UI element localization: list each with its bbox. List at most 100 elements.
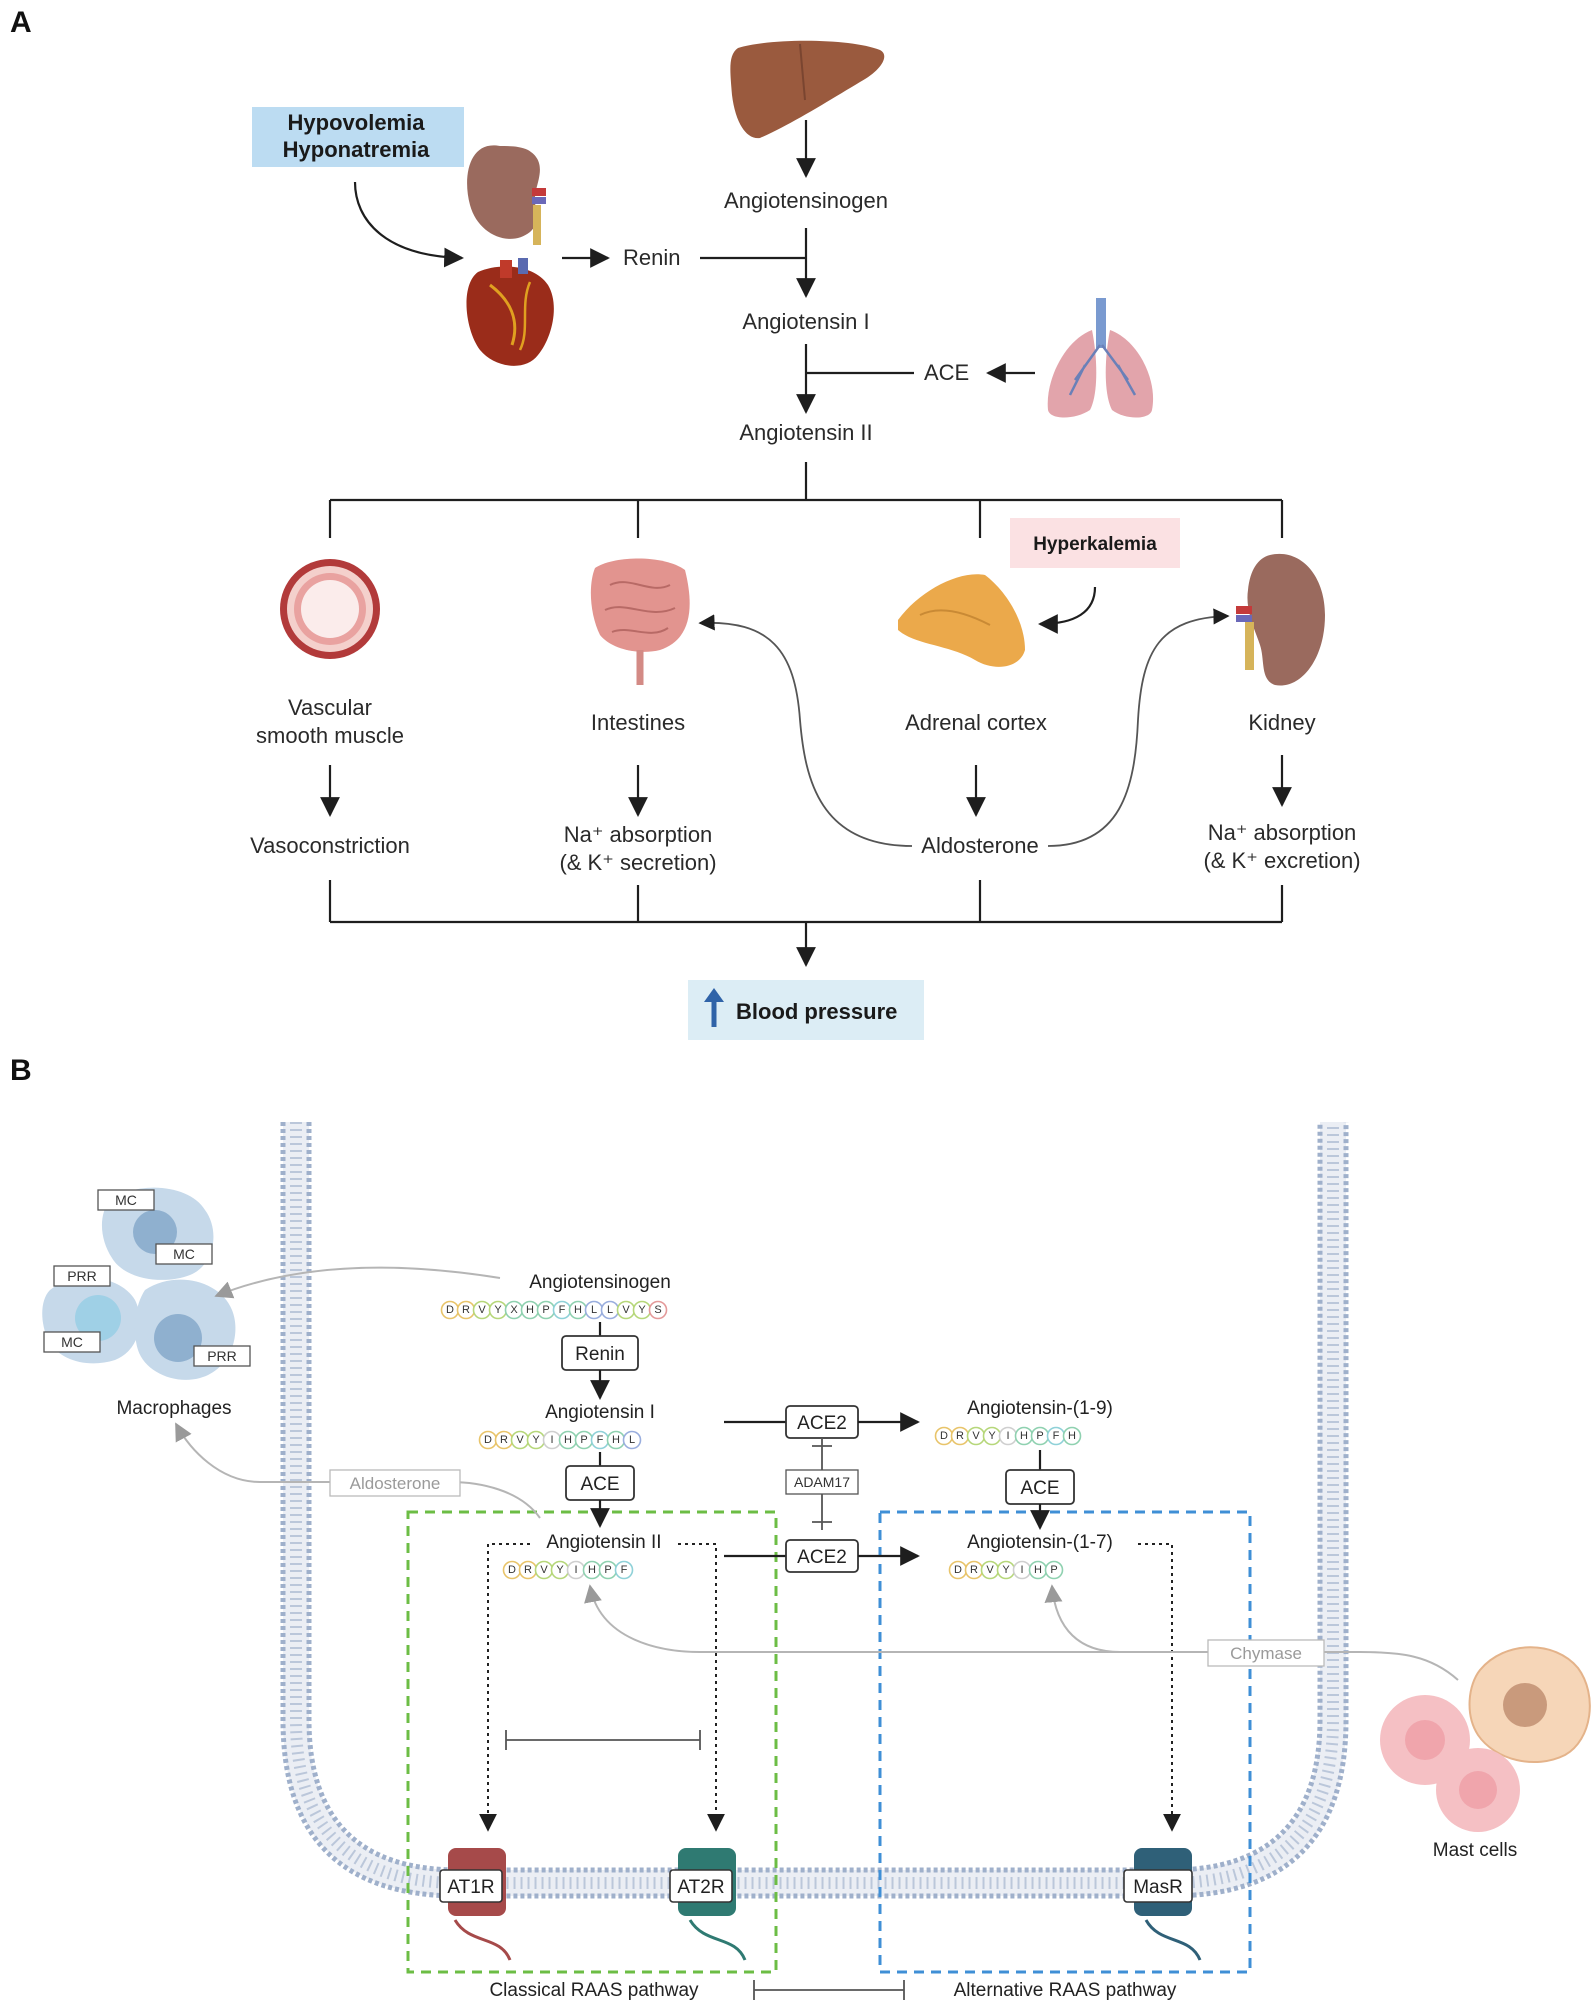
prr-tag-2 bbox=[193, 1345, 251, 1367]
ace-right: ACE bbox=[1020, 1478, 1059, 1499]
chymase-ang2-arrow bbox=[584, 1584, 1459, 1681]
na-kidney-1: Na⁺ absorption bbox=[1208, 820, 1357, 845]
hyponatremia-label: Hyponatremia bbox=[283, 137, 430, 162]
amino-acid-letter: F bbox=[559, 1304, 566, 1316]
adrenal-gland-icon bbox=[898, 574, 1025, 667]
intestines-icon bbox=[590, 558, 690, 685]
alternative-pathway-box bbox=[878, 1510, 1252, 1974]
vascular-label-2: smooth muscle bbox=[256, 723, 404, 748]
ang2-at2r-dotted bbox=[678, 1543, 725, 1832]
ace2-bottom: ACE2 bbox=[797, 1547, 847, 1568]
angiotensinogen-a: Angiotensinogen bbox=[724, 188, 888, 213]
aldosterone-a: Aldosterone bbox=[921, 833, 1038, 858]
liver-icon bbox=[730, 40, 885, 139]
aldosterone-tag bbox=[329, 1469, 461, 1497]
adam17-label: ADAM17 bbox=[794, 1474, 850, 1490]
at1r-label: AT1R bbox=[447, 1877, 494, 1898]
chymase-label: Chymase bbox=[1230, 1644, 1302, 1663]
hypo-arrow bbox=[353, 181, 464, 268]
masr-box bbox=[1123, 1869, 1193, 1903]
mc-tag-1 bbox=[97, 1189, 155, 1211]
adam17-box bbox=[785, 1469, 859, 1495]
na-intestines-1: Na⁺ absorption bbox=[564, 822, 713, 847]
amino-acid-letter: H bbox=[1068, 1430, 1076, 1442]
amino-acid-letter: R bbox=[956, 1430, 964, 1442]
at1r-at2r-inhibit bbox=[505, 1730, 701, 1750]
mc-label-3: MC bbox=[61, 1334, 83, 1350]
at2r-label: AT2R bbox=[677, 1877, 724, 1898]
macrophages-label: Macrophages bbox=[116, 1398, 231, 1419]
artery-icon bbox=[280, 559, 380, 659]
vasoconstriction-label: Vasoconstriction bbox=[250, 833, 410, 858]
amino-acid-letter: V bbox=[540, 1564, 548, 1576]
amino-acid-letter: V bbox=[478, 1304, 486, 1316]
mast-cell-icon bbox=[1380, 1646, 1591, 1832]
pathway-inhibit bbox=[753, 1980, 905, 2000]
ace-a: ACE bbox=[924, 360, 969, 385]
ace-b: ACE bbox=[580, 1474, 619, 1495]
up-arrow-head-icon bbox=[704, 988, 724, 1002]
amino-acid-letter: I bbox=[550, 1434, 553, 1446]
aldosterone-kidney-curve bbox=[1047, 608, 1230, 847]
heart-icon bbox=[466, 258, 554, 366]
amino-acid-letter: P bbox=[1036, 1430, 1043, 1442]
ace2-top: ACE2 bbox=[797, 1413, 847, 1434]
amino-acid-letter: R bbox=[462, 1304, 470, 1316]
angiotensinogen-macrophage-arrow bbox=[214, 1266, 501, 1299]
amino-acid-bead bbox=[614, 1560, 634, 1580]
lungs-icon bbox=[1047, 298, 1154, 418]
amino-acid-letter: H bbox=[564, 1434, 572, 1446]
angiotensin-i-b: Angiotensin I bbox=[545, 1402, 655, 1423]
aldosterone-intestines-curve bbox=[698, 614, 913, 847]
angiotensin-19: Angiotensin-(1-9) bbox=[967, 1398, 1113, 1419]
hypovolemia-box bbox=[252, 107, 464, 167]
panel-b-label: B bbox=[10, 1054, 32, 1087]
kidney-icon bbox=[1236, 553, 1325, 686]
at1r-box bbox=[439, 1869, 503, 1903]
hyperkalemia-label: Hyperkalemia bbox=[1033, 534, 1157, 555]
blood-pressure-label: Blood pressure bbox=[736, 999, 897, 1024]
amino-acid-letter: L bbox=[607, 1304, 613, 1316]
aldosterone-b: Aldosterone bbox=[350, 1474, 441, 1493]
angiotensin-17: Angiotensin-(1-7) bbox=[967, 1532, 1113, 1553]
amino-acid-letter: D bbox=[484, 1434, 492, 1446]
intestines-label: Intestines bbox=[591, 710, 685, 735]
amino-acid-letter: V bbox=[516, 1434, 524, 1446]
amino-acid-letter: D bbox=[954, 1564, 962, 1576]
amino-acid-letter: R bbox=[524, 1564, 532, 1576]
prr-label-2: PRR bbox=[207, 1348, 237, 1364]
branch-tree bbox=[328, 462, 1284, 538]
amino-acid-bead bbox=[622, 1430, 642, 1450]
amino-acid-letter: P bbox=[580, 1434, 587, 1446]
amino-acid-letter: H bbox=[526, 1304, 534, 1316]
angiotensin-ii-a: Angiotensin II bbox=[739, 420, 872, 445]
amino-acid-letter: H bbox=[588, 1564, 596, 1576]
amino-acid-letter: P bbox=[604, 1564, 611, 1576]
adrenal-label: Adrenal cortex bbox=[905, 710, 1047, 735]
converge-tree bbox=[328, 880, 1284, 924]
amino-acid-letter: P bbox=[1050, 1564, 1057, 1576]
amino-acid-letter: S bbox=[654, 1304, 661, 1316]
classical-pathway-label: Classical RAAS pathway bbox=[489, 1980, 699, 2001]
receptor-icon bbox=[448, 1848, 1202, 1961]
adam17-inhibit-bottom bbox=[812, 1494, 832, 1530]
amino-acid-letter: P bbox=[542, 1304, 549, 1316]
mast-cells-label: Mast cells bbox=[1433, 1840, 1517, 1861]
amino-acid-letter: F bbox=[621, 1564, 628, 1576]
amino-acid-letter: V bbox=[622, 1304, 630, 1316]
amino-acid-letter: D bbox=[940, 1430, 948, 1442]
blood-pressure-box bbox=[688, 980, 924, 1040]
hypovolemia-label: Hypovolemia bbox=[288, 110, 426, 135]
amino-acid-letter: Y bbox=[556, 1564, 564, 1576]
mc-label-1: MC bbox=[115, 1192, 137, 1208]
prr-label-1: PRR bbox=[67, 1268, 97, 1284]
amino-acid-bead bbox=[1062, 1426, 1082, 1446]
ang17-masr-dotted bbox=[1138, 1543, 1181, 1832]
adam17-inhibit-top bbox=[812, 1438, 832, 1470]
renin-a: Renin bbox=[623, 245, 680, 270]
amino-acid-bead bbox=[648, 1300, 668, 1320]
panel-a-label: A bbox=[10, 6, 32, 39]
amino-acid-letter: H bbox=[574, 1304, 582, 1316]
